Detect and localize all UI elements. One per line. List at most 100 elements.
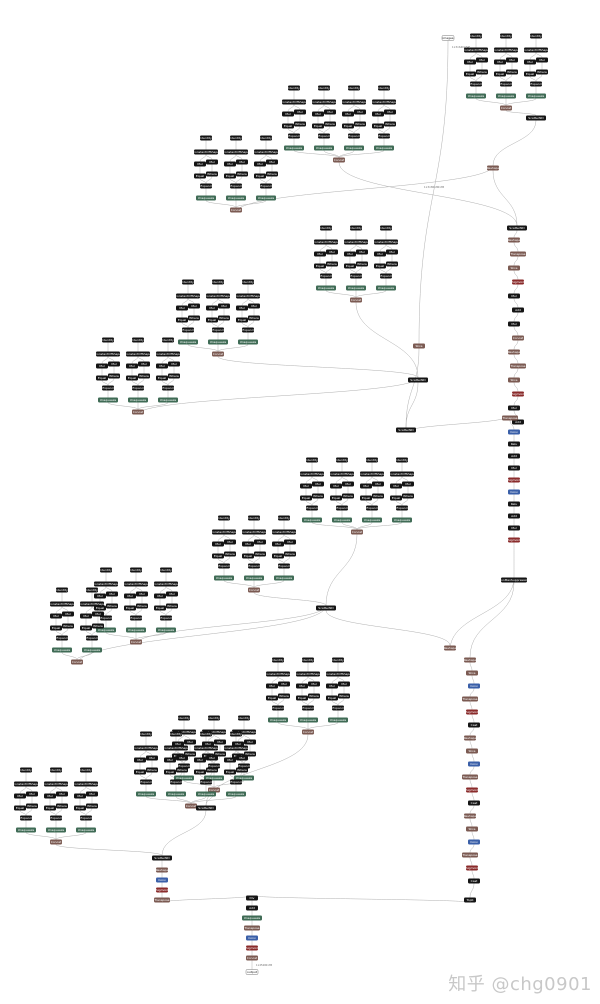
node-equal[interactable]: Equal: [242, 553, 254, 559]
node-where[interactable]: Where: [266, 171, 278, 177]
node-identity[interactable]: Identity: [230, 135, 242, 141]
node-where[interactable]: Where: [62, 623, 74, 629]
node-mul[interactable]: Mul: [506, 57, 518, 63]
node-expand[interactable]: Expand: [132, 385, 144, 391]
node-expand[interactable]: Expand: [162, 385, 174, 391]
node-slice[interactable]: Slice: [508, 265, 520, 271]
node-where[interactable]: Where: [506, 69, 518, 75]
node-expand[interactable]: Expand: [20, 815, 32, 821]
node-mul[interactable]: Mul: [206, 755, 218, 761]
node-identity[interactable]: Identity: [132, 337, 144, 343]
node-equal[interactable]: Equal: [254, 173, 266, 179]
node-constant[interactable]: ConstantOfShape: [211, 529, 237, 535]
node-mul[interactable]: Mul: [374, 251, 386, 257]
node-unsqueeze[interactable]: Unsqueeze: [226, 791, 246, 797]
node-expand[interactable]: Expand: [100, 615, 112, 621]
node-unsqueeze[interactable]: Unsqueeze: [242, 915, 262, 921]
node-constant[interactable]: ConstantOfShape: [253, 149, 279, 155]
node-unsqueeze[interactable]: Unsqueeze: [314, 145, 334, 151]
node-mul[interactable]: Mul: [508, 321, 520, 327]
node-where[interactable]: Where: [236, 767, 248, 773]
node-constant[interactable]: ConstantOfShape: [359, 471, 385, 477]
node-identity[interactable]: Identity: [80, 767, 92, 773]
node-unsqueeze[interactable]: Unsqueeze: [16, 827, 36, 833]
node-mul[interactable]: Mul: [164, 757, 176, 763]
node-mul[interactable]: Mul: [372, 111, 384, 117]
node-concat[interactable]: Concat: [212, 351, 224, 357]
node-mul[interactable]: Mul: [284, 539, 296, 545]
node-mul[interactable]: Mul: [342, 481, 354, 487]
node-mul[interactable]: Mul: [330, 483, 342, 489]
node-expand[interactable]: Expand: [50, 815, 62, 821]
node-concat[interactable]: Concat: [500, 105, 512, 111]
node-where[interactable]: Where: [26, 803, 38, 809]
node-transpose[interactable]: Transpose: [153, 897, 170, 903]
node-unsqueeze[interactable]: Unsqueeze: [46, 827, 66, 833]
node-where[interactable]: Where: [254, 551, 266, 557]
node-relu[interactable]: Relu: [508, 441, 520, 447]
node-mul[interactable]: Mul: [172, 741, 184, 747]
node-unsqueeze[interactable]: Unsqueeze: [166, 791, 186, 797]
node-equal[interactable]: Equal: [44, 805, 56, 811]
node-where[interactable]: Where: [138, 373, 150, 379]
node-identity[interactable]: Identity: [162, 337, 174, 343]
node-identity[interactable]: Identity: [160, 567, 172, 573]
node-identity[interactable]: Identity: [208, 715, 220, 721]
node-mul[interactable]: Mul: [266, 159, 278, 165]
node-expand[interactable]: Expand: [242, 327, 254, 333]
node-identity[interactable]: Identity: [218, 515, 230, 521]
node-unsqueeze[interactable]: Unsqueeze: [362, 517, 382, 523]
node-identity[interactable]: Identity: [230, 731, 242, 737]
node-conv[interactable]: Conv: [508, 429, 520, 435]
node-concat[interactable]: Concat: [333, 157, 345, 163]
node-equal[interactable]: Equal: [212, 553, 224, 559]
node-identity[interactable]: Identity: [332, 657, 344, 663]
node-mul[interactable]: Mul: [464, 59, 476, 65]
node-conv[interactable]: Conv: [468, 683, 480, 689]
node-constant[interactable]: ConstantOfShape: [223, 745, 249, 751]
node-slice[interactable]: Slice: [466, 826, 478, 832]
node-concat[interactable]: Concat: [302, 729, 314, 735]
node-mul[interactable]: Mul: [108, 361, 120, 367]
node-slice[interactable]: Slice: [508, 377, 520, 383]
node-mul[interactable]: Mul: [324, 109, 336, 115]
node-mul[interactable]: Mul: [214, 739, 226, 745]
node-expand[interactable]: Expand: [160, 615, 172, 621]
node-equal[interactable]: Equal: [164, 769, 176, 775]
node-mul[interactable]: Mul: [236, 755, 248, 761]
node-unsqueeze[interactable]: Unsqueeze: [136, 791, 156, 797]
node-scatter[interactable]: ScatterND: [316, 605, 336, 611]
node-mul[interactable]: Mul: [338, 681, 350, 687]
node-equal[interactable]: Equal: [96, 375, 108, 381]
node-where[interactable]: Where: [146, 767, 158, 773]
node-unsqueeze[interactable]: Unsqueeze: [274, 575, 294, 581]
node-reshape[interactable]: Reshape: [444, 645, 457, 651]
node-sigmoid[interactable]: Sigmoid: [512, 279, 524, 285]
node-unsqueeze[interactable]: Unsqueeze: [208, 339, 228, 345]
node-equal[interactable]: Equal: [14, 805, 26, 811]
node-where[interactable]: Where: [324, 121, 336, 127]
node-constant[interactable]: ConstantOfShape: [389, 471, 415, 477]
node-mul[interactable]: Mul: [206, 159, 218, 165]
node-where[interactable]: Where: [402, 493, 414, 499]
node-expand[interactable]: Expand: [56, 635, 68, 641]
node-mul[interactable]: Mul: [166, 591, 178, 597]
node-identity[interactable]: Identity: [500, 33, 512, 39]
node-sigmoid[interactable]: Sigmoid: [156, 887, 168, 893]
node-unsqueeze[interactable]: Unsqueeze: [344, 145, 364, 151]
node-where[interactable]: Where: [108, 373, 120, 379]
node-relu[interactable]: Relu: [508, 501, 520, 507]
node-mul[interactable]: Mul: [312, 481, 324, 487]
node-constant[interactable]: ConstantOfShape: [373, 239, 399, 245]
node-equal[interactable]: Equal: [330, 495, 342, 501]
node-mul[interactable]: Mul: [224, 161, 236, 167]
node-equal[interactable]: Equal: [312, 123, 324, 129]
node-mul[interactable]: Mul: [206, 305, 218, 311]
node-concat[interactable]: Concat: [512, 335, 524, 341]
node-where[interactable]: Where: [308, 693, 320, 699]
node-equal[interactable]: Equal: [524, 71, 536, 77]
node-mul[interactable]: Mul: [300, 483, 312, 489]
node-where[interactable]: Where: [386, 261, 398, 267]
node-expand[interactable]: Expand: [208, 763, 220, 769]
node-where[interactable]: Where: [176, 767, 188, 773]
